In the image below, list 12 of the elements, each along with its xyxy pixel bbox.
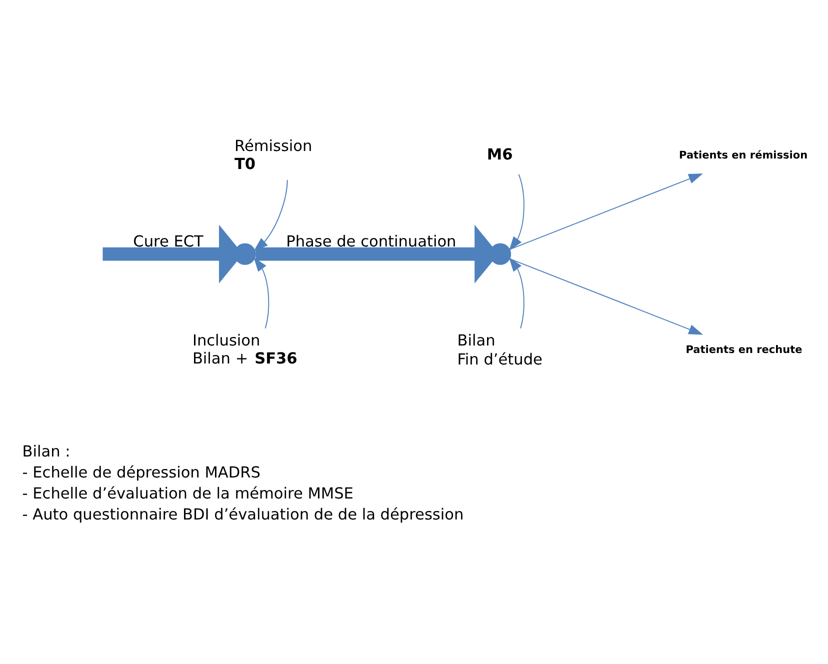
node-text: Inclusion Bilan + SF36	[192, 331, 298, 368]
label: - Echelle de dépression MADRS	[22, 463, 260, 482]
node-text: Rémission T0	[234, 136, 312, 174]
edge-label: Cure ECT	[133, 232, 204, 250]
label: - Auto questionnaire BDI d’évaluation de de la dépression	[22, 505, 464, 524]
node-text: Bilan Fin d’étude	[457, 331, 542, 369]
node-text: M6	[486, 145, 513, 164]
node-text: Patients en rechute	[686, 344, 802, 356]
label: Bilan :	[22, 442, 70, 460]
edge-label: Phase de continuation	[286, 232, 456, 250]
node-text: Patients en rémission	[679, 149, 808, 162]
label: - Echelle d’évaluation de la mémoire MMSE	[22, 484, 354, 502]
